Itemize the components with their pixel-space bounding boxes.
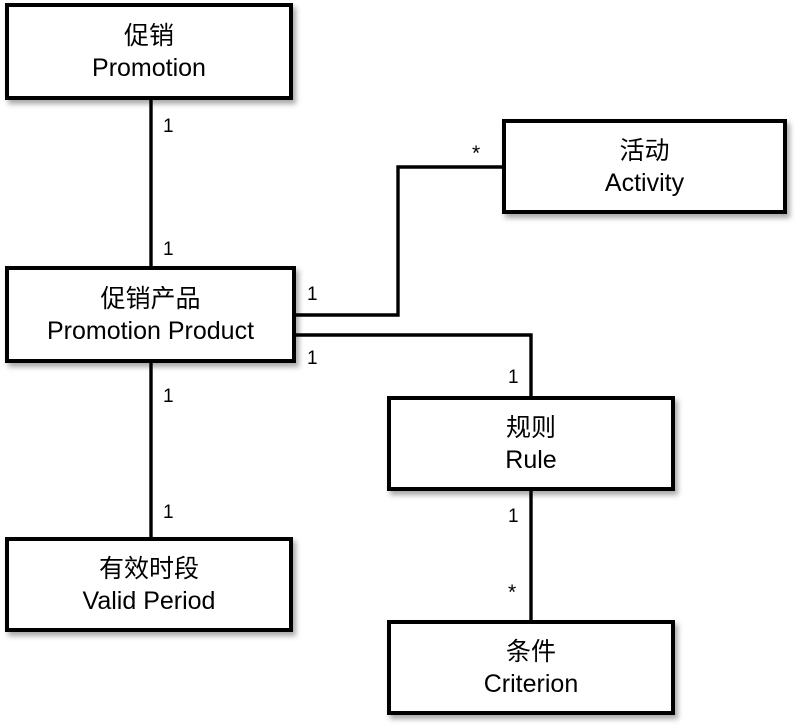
node-label-cn-rule: 规则 bbox=[505, 413, 556, 442]
multiplicity-m-promotion_product-top: 1 bbox=[163, 239, 174, 260]
multiplicity-m-rule-bottom: 1 bbox=[508, 506, 519, 527]
node-promotion[interactable]: 促销 Promotion bbox=[5, 3, 293, 100]
node-promotion_product[interactable]: 促销产品 Promotion Product bbox=[5, 266, 296, 363]
node-valid_period[interactable]: 有效时段 Valid Period bbox=[5, 537, 293, 632]
node-rule[interactable]: 规则 Rule bbox=[387, 396, 675, 491]
node-label-cn-promotion_product: 促销产品 bbox=[100, 284, 201, 313]
node-label-en-criterion: Criterion bbox=[483, 669, 579, 698]
multiplicity-m-rule-top: 1 bbox=[508, 367, 519, 388]
multiplicity-m-activity-left: * bbox=[472, 142, 481, 165]
node-label-en-valid_period: Valid Period bbox=[82, 586, 216, 615]
node-label-cn-criterion: 条件 bbox=[505, 637, 556, 666]
node-label-cn-promotion: 促销 bbox=[123, 21, 174, 50]
multiplicity-m-promotion_product-right-upper: 1 bbox=[307, 284, 318, 305]
node-label-cn-activity: 活动 bbox=[619, 136, 670, 165]
multiplicity-m-criterion-top: * bbox=[508, 581, 517, 604]
multiplicity-m-promotion_product-bottom: 1 bbox=[163, 386, 174, 407]
edge-promotion_product-rule bbox=[296, 333, 533, 396]
multiplicity-m-promotion-bottom: 1 bbox=[163, 116, 174, 137]
node-label-en-rule: Rule bbox=[505, 445, 557, 474]
node-activity[interactable]: 活动 Activity bbox=[502, 119, 787, 214]
multiplicity-m-valid_period-top: 1 bbox=[163, 502, 174, 523]
node-label-cn-valid_period: 有效时段 bbox=[98, 554, 199, 583]
node-label-en-activity: Activity bbox=[604, 168, 685, 197]
node-label-en-promotion_product: Promotion Product bbox=[46, 316, 255, 345]
multiplicity-m-promotion_product-right-lower: 1 bbox=[307, 348, 318, 369]
node-label-en-promotion: Promotion bbox=[92, 53, 206, 82]
edge-promotion_product-activity bbox=[296, 165, 502, 317]
node-criterion[interactable]: 条件 Criterion bbox=[387, 620, 675, 715]
